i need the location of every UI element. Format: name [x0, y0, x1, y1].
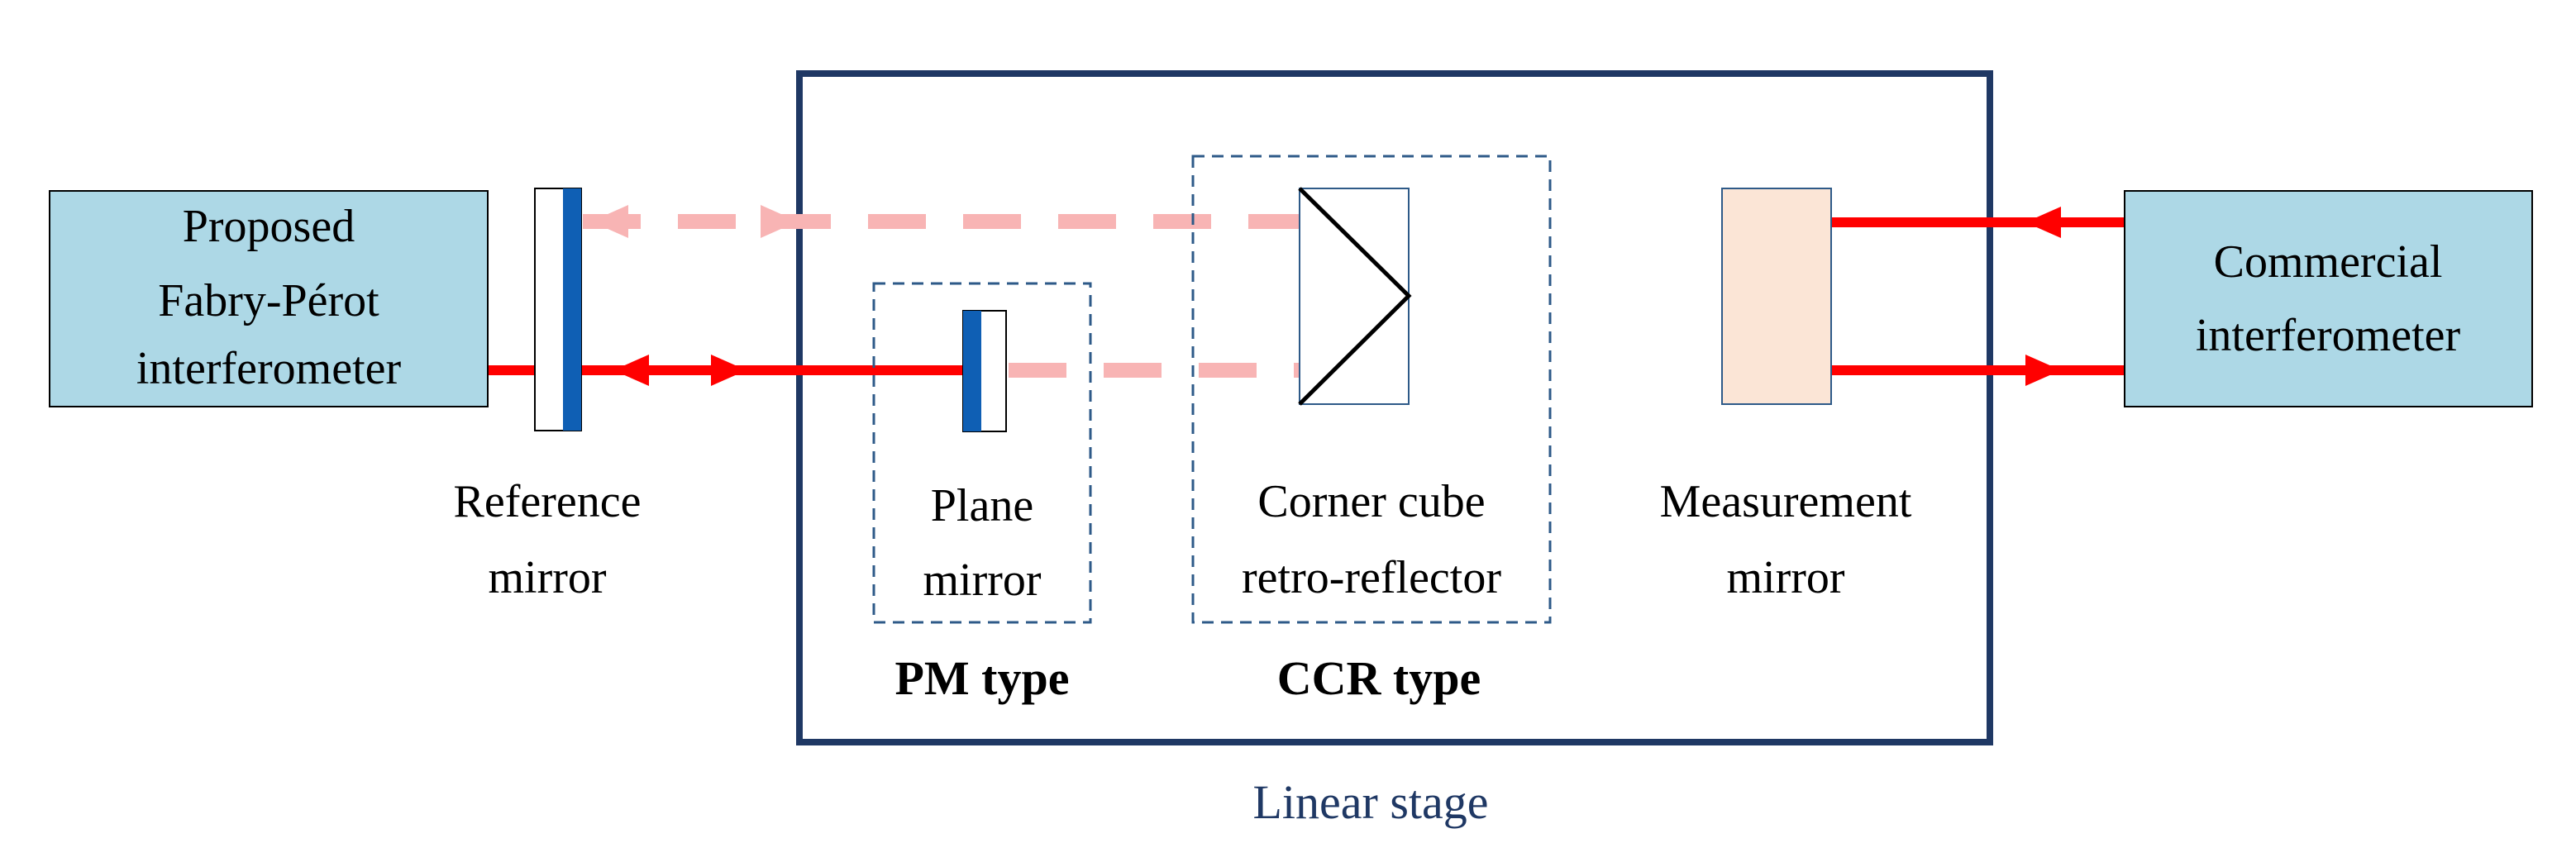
faded-arrow-left: [591, 205, 628, 238]
ccr-type-box: [1191, 155, 1552, 624]
faded-arrow-right: [761, 205, 798, 238]
plane-mirror-label-line2: mirror: [923, 555, 1041, 606]
red-arrow-left-top: [2025, 207, 2061, 238]
linear-stage-label: Linear stage: [1252, 775, 1488, 829]
proposed-fp-interferometer-box: Proposed Fabry-Pérot interferometer: [49, 190, 489, 407]
commercial-beam-path: [1831, 207, 2125, 386]
measurement-mirror-label-line2: mirror: [1726, 552, 1844, 603]
pm-type-box: [872, 282, 1092, 624]
left-box-line3: interferometer: [136, 343, 402, 394]
right-box-line2: interferometer: [2196, 310, 2461, 361]
right-box-line1: Commercial: [2214, 236, 2443, 288]
reference-mirror-label-line1: Reference: [454, 476, 642, 527]
ccr-beam-path: [583, 214, 1339, 378]
commercial-interferometer-box: Commercial interferometer: [2124, 190, 2533, 407]
reference-mirror: [534, 188, 582, 431]
linear-stage-frame: [796, 70, 1993, 745]
corner-cube-retro-reflector: [1298, 187, 1412, 406]
left-box-line2: Fabry-Pérot: [158, 275, 379, 326]
red-arrow-right-bottom: [2025, 355, 2061, 386]
ccr-type-label: CCR type: [1277, 651, 1481, 705]
red-arrow-left: [613, 355, 649, 386]
measurement-mirror-label-line1: Measurement: [1660, 476, 1912, 527]
reference-mirror-label-line2: mirror: [488, 552, 606, 603]
ccr-label-line2: retro-reflector: [1242, 552, 1501, 603]
pm-type-label: PM type: [895, 651, 1070, 705]
measurement-mirror: [1721, 188, 1832, 405]
plane-mirror-label-line1: Plane: [931, 480, 1033, 531]
ccr-label-line1: Corner cube: [1257, 476, 1485, 527]
plane-mirror: [962, 310, 1007, 432]
red-arrow-right: [711, 355, 747, 386]
left-box-line1: Proposed: [183, 201, 355, 252]
